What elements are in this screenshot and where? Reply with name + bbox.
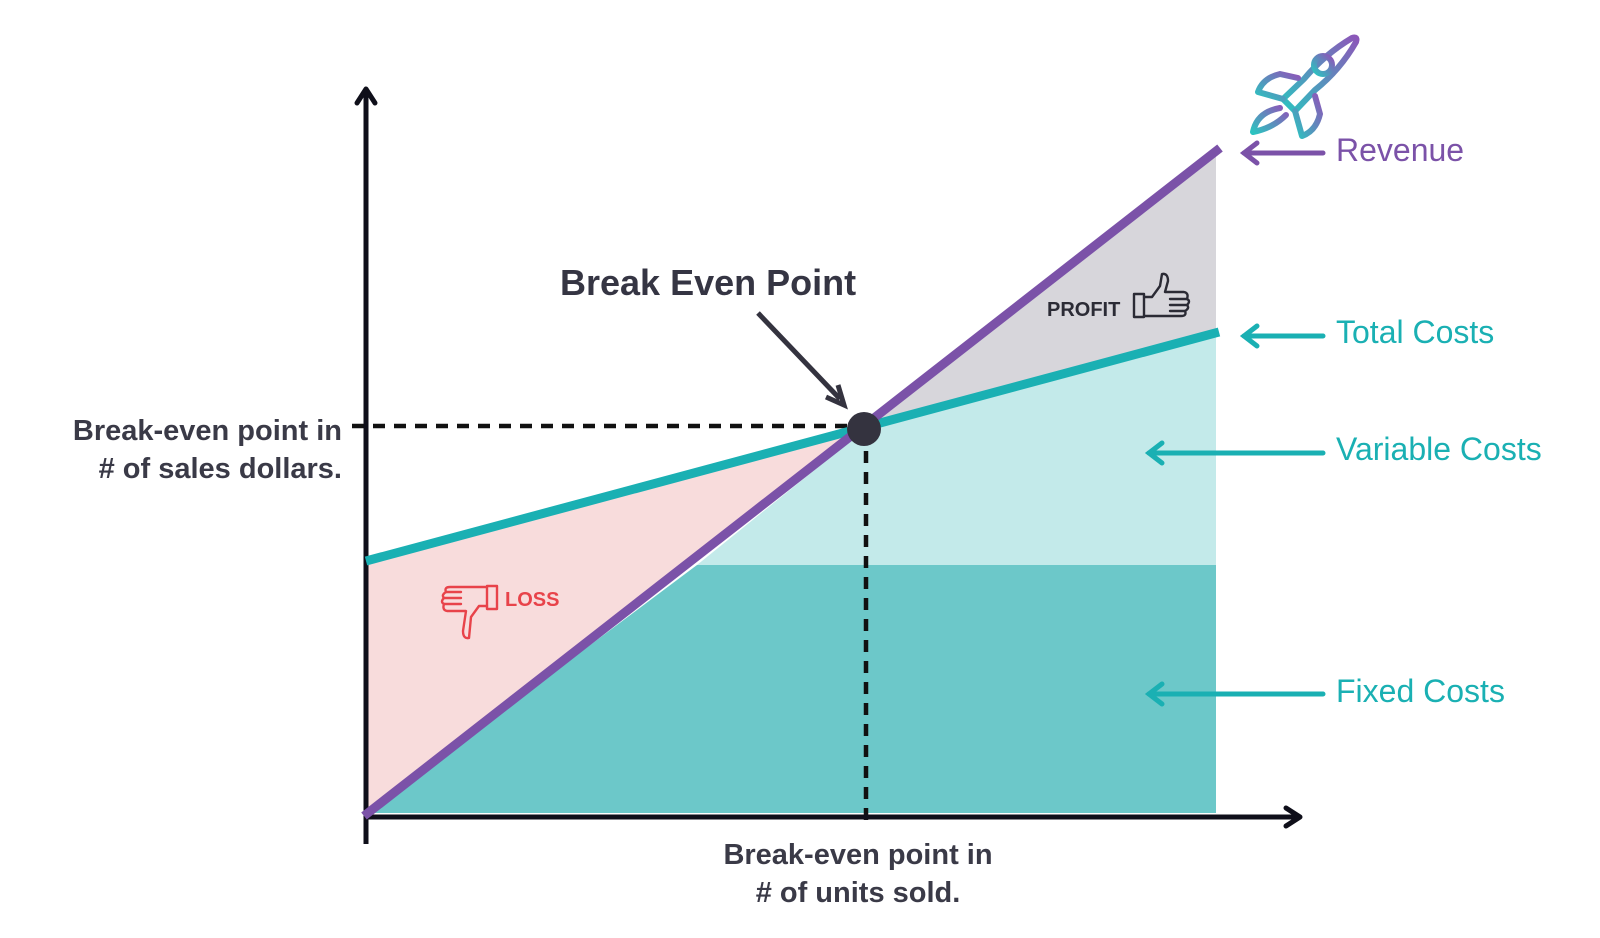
fixed-costs-legend-arrow <box>1144 681 1326 707</box>
legend-revenue: Revenue <box>1336 132 1465 168</box>
rocket-icon <box>1250 34 1360 139</box>
legend-variable-costs: Variable Costs <box>1336 431 1542 467</box>
legend-fixed-costs: Fixed Costs <box>1336 673 1505 709</box>
thumbs-up-icon <box>1132 272 1191 319</box>
profit-label: PROFIT <box>1047 299 1121 321</box>
y-axis-label-line-2: # of sales dollars. <box>98 453 342 485</box>
loss-label: LOSS <box>505 589 560 611</box>
y-axis-label-line-1: Break-even point in <box>72 415 342 447</box>
fixed-costs-area <box>366 565 1216 813</box>
thumbs-down-icon <box>440 584 499 640</box>
y-axis-label: Break-even point in # of sales dollars. <box>40 412 342 488</box>
y-axis-arrowhead <box>354 86 378 106</box>
chart-title: Break Even Point <box>560 262 857 303</box>
total-costs-line <box>364 327 1221 566</box>
legend-total-costs: Total Costs <box>1336 314 1495 350</box>
x-axis-label: Break-even point in # of units sold. <box>670 836 1046 912</box>
break-even-point-marker <box>847 412 881 446</box>
revenue-line <box>361 144 1223 820</box>
x-axis-arrowhead <box>1283 805 1303 829</box>
break-even-pointer-head <box>824 384 848 410</box>
x-axis-label-line-1: Break-even point in <box>723 839 993 871</box>
variable-costs-legend-arrow <box>1144 440 1326 466</box>
variable-costs-area <box>697 333 1216 565</box>
revenue-legend-arrow <box>1239 140 1326 166</box>
x-axis-label-line-2: # of units sold. <box>755 877 961 909</box>
total-costs-legend-arrow <box>1239 323 1326 349</box>
break-even-pointer <box>756 311 842 401</box>
